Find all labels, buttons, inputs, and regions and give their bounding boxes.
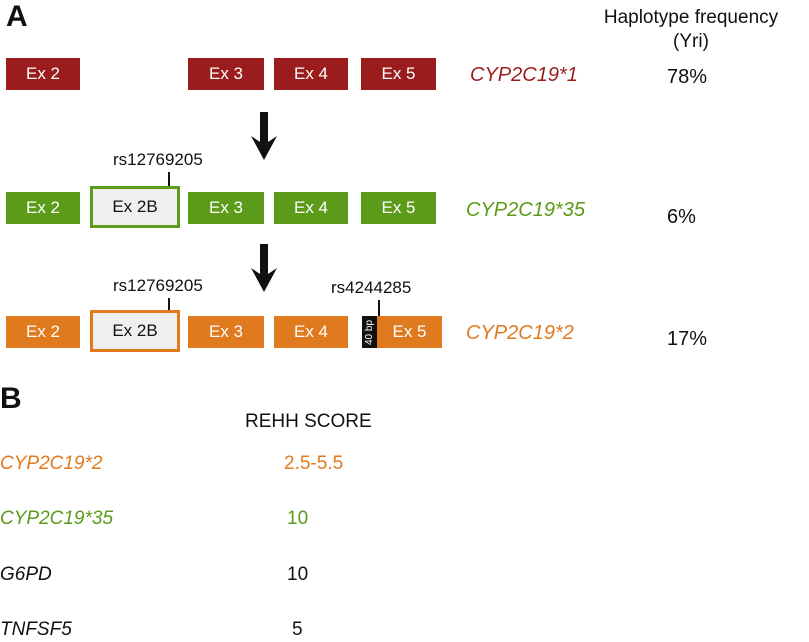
row1-exon-4: Ex 4 (274, 58, 348, 90)
row2-exon-2: Ex 2 (6, 192, 80, 224)
rehh-score-header: REHH SCORE (245, 411, 372, 432)
rehh-row-name-4: TNFSF5 (0, 619, 72, 640)
rehh-row-name-2: CYP2C19*35 (0, 508, 114, 529)
row3-snp2-label: rs4244285 (331, 278, 412, 297)
frequency-header-line2: (Yri) (673, 31, 709, 52)
row3-snp-tick (168, 298, 170, 310)
row2-exon-2b: Ex 2B (90, 186, 180, 228)
row3-exon-2b: Ex 2B (90, 310, 180, 352)
row3-snp2-tick (378, 300, 380, 316)
row2-exon-3: Ex 3 (188, 192, 264, 224)
row3-frequency: 17% (667, 328, 708, 350)
row2-snp-tick (168, 172, 170, 186)
row1-frequency: 78% (667, 66, 708, 88)
row3-haplotype-label: CYP2C19*2 (466, 322, 574, 344)
row2-haplotype-label: CYP2C19*35 (466, 199, 585, 221)
row3-exon-3: Ex 3 (188, 316, 264, 348)
down-arrow-icon (251, 244, 277, 292)
row3-exon-2: Ex 2 (6, 316, 80, 348)
rehh-row-name-1: CYP2C19*2 (0, 453, 103, 474)
rehh-row-score-4: 5 (292, 619, 303, 640)
row1-haplotype-label: CYP2C19*1 (470, 64, 578, 86)
row3-exon-4: Ex 4 (274, 316, 348, 348)
frequency-header: Haplotype frequency (Yri) (568, 6, 809, 54)
row1-exon-2: Ex 2 (6, 58, 80, 90)
row2-frequency: 6% (667, 206, 696, 228)
row3-exon-5: Ex 5 (377, 316, 442, 348)
rehh-row-score-3: 10 (287, 564, 309, 585)
panel-a-letter: A (6, 0, 28, 33)
down-arrow-icon (251, 112, 277, 160)
row2-snp-label: rs12769205 (113, 150, 203, 169)
row3-snp-label: rs12769205 (113, 276, 203, 295)
row2-exon-5: Ex 5 (361, 192, 436, 224)
rehh-row-score-2: 10 (287, 508, 309, 529)
insertion-40bp-marker: 40 bp (362, 316, 377, 348)
insertion-40bp-label: 40 bp (364, 319, 375, 345)
frequency-header-line1: Haplotype frequency (603, 7, 779, 28)
row1-exon-5: Ex 5 (361, 58, 436, 90)
row1-exon-3: Ex 3 (188, 58, 264, 90)
rehh-row-name-3: G6PD (0, 564, 52, 585)
panel-b-letter: B (0, 382, 22, 415)
rehh-row-score-1: 2.5-5.5 (284, 453, 344, 474)
row2-exon-4: Ex 4 (274, 192, 348, 224)
